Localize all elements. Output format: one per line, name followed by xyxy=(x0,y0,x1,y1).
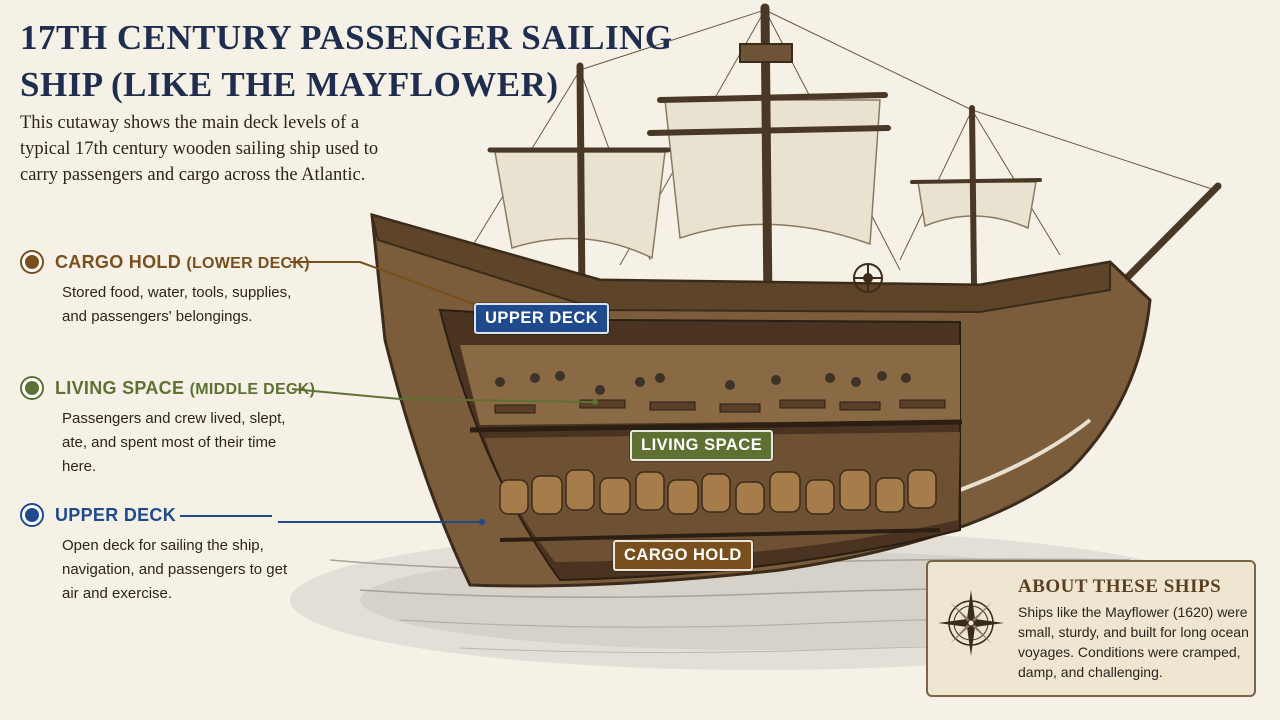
cargo-description: Stored food, water, tools, supplies, and… xyxy=(62,284,292,325)
living-furniture xyxy=(494,399,946,414)
cargo-barrels xyxy=(499,469,937,515)
callout-upper-deck: UPPER DECK xyxy=(474,303,610,334)
section-upper-deck: UPPER DECK Open deck for sailing the shi… xyxy=(20,499,320,606)
crows-nest xyxy=(739,43,793,63)
callout-cargo-hold: CARGO HOLD xyxy=(613,540,753,571)
section-cargo-hold: CARGO HOLD (LOWER DECK) Stored food, wat… xyxy=(20,246,320,329)
living-description: Passengers and crew lived, slept, ate, a… xyxy=(62,410,286,475)
section-living-space: LIVING SPACE (MIDDLE DECK) Passengers an… xyxy=(20,372,320,479)
upper-description: Open deck for sailing the ship, navigati… xyxy=(62,537,288,602)
cargo-subtitle: (LOWER DECK) xyxy=(186,254,310,272)
upper-marker-icon xyxy=(20,503,44,527)
living-subtitle: (MIDDLE DECK) xyxy=(189,380,316,398)
intro-paragraph: This cutaway shows the main deck levels … xyxy=(20,113,379,185)
living-title: LIVING SPACE xyxy=(55,377,185,398)
about-body: Ships like the Mayflower (1620) were sma… xyxy=(1018,604,1249,680)
about-box: About These Ships Ships like the Mayflow… xyxy=(926,560,1256,697)
about-title: About These Ships xyxy=(1018,576,1222,597)
leader-lines xyxy=(180,261,598,525)
callout-living-space: LIVING SPACE xyxy=(630,430,774,461)
cargo-title: CARGO HOLD xyxy=(55,251,181,272)
page-title: 17th Century Passenger Sailing Ship (Lik… xyxy=(20,18,673,104)
people xyxy=(495,371,911,395)
living-marker-icon xyxy=(20,376,44,400)
cargo-marker-icon xyxy=(20,250,44,274)
upper-title: UPPER DECK xyxy=(55,504,177,525)
compass-rose-icon xyxy=(938,590,1004,656)
ships-wheel xyxy=(853,263,883,293)
